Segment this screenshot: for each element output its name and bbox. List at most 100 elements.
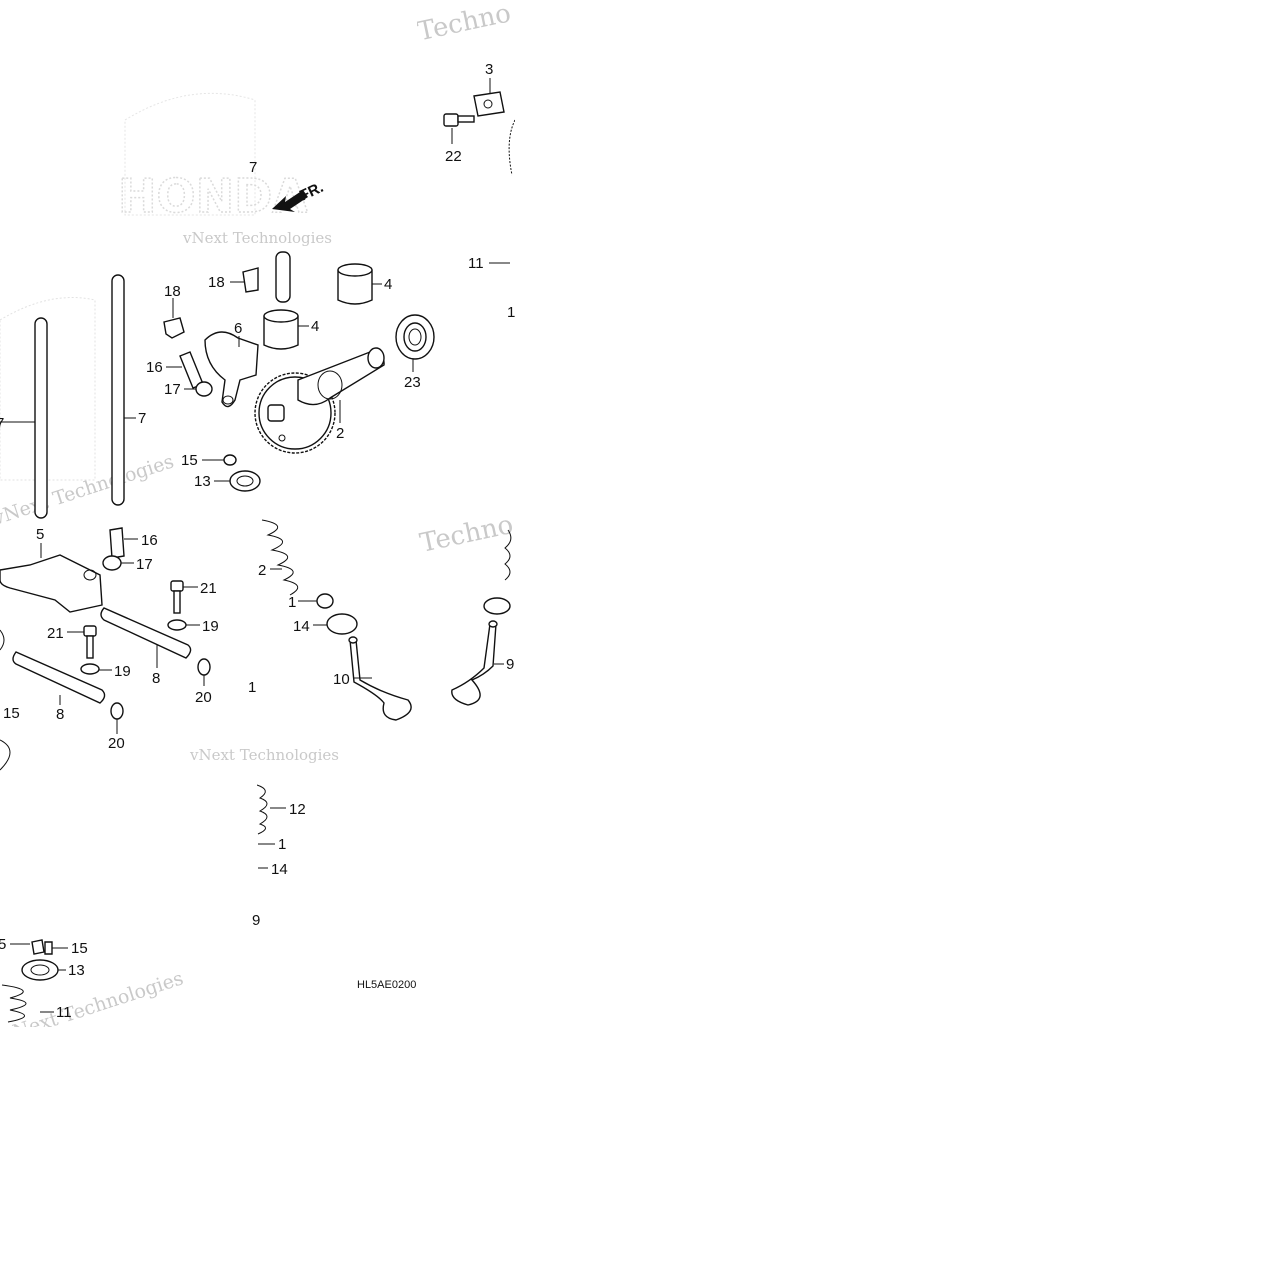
bracket-18b [242,267,259,293]
callout-2a: 2 [336,425,344,442]
retainer-plate [473,91,505,117]
callout-18: 18 [164,283,181,300]
callout-7a: 7 [0,415,4,432]
cotter-15a [223,454,237,466]
washer-19a [167,619,187,631]
o-ring-20b [110,702,124,720]
rocker-shaft-8a [100,607,192,659]
watermark-6: Techno [417,510,516,559]
callout-10: 10 [333,671,350,688]
callout-11-right: 11 [468,255,484,272]
missing-tile-2 [257,0,417,60]
callout-9: 9 [506,656,514,673]
callout-2b: 2 [258,562,266,579]
callout-5b: 5 [0,936,6,953]
valve-spring-12 [256,784,268,835]
leader-lines [0,78,510,1013]
missing-tile-3 [515,0,1285,1285]
callout-3: 3 [485,61,493,78]
callout-4b: 4 [311,318,319,335]
callout-13a: 13 [194,473,211,490]
callout-19b: 19 [114,663,131,680]
tappet-4a [337,263,373,305]
spring-retainer-13b [21,959,59,981]
lock-nut-17b [102,555,122,571]
callout-16b: 16 [141,532,158,549]
push-rod-left [34,317,48,519]
callout-8a: 8 [152,670,160,687]
valve-spring-11b [1,984,27,1023]
watermark-1: vNext Technologies [182,229,332,247]
partial-part-left [0,629,11,771]
brand-watermark-top: HONDA [117,92,309,224]
callout-17a: 17 [164,381,181,398]
callout-7b: 7 [138,410,146,427]
callout-8b: 8 [56,706,64,723]
o-ring-20a [197,658,211,676]
callout-fragment: 9 [252,912,260,929]
callout-20a: 20 [195,689,212,706]
callout-22: 22 [445,148,462,165]
brand-watermark-text: HONDA [118,169,308,223]
callout-1b: 1 [248,679,256,696]
callout-16a: 16 [146,359,163,376]
callout-5: 5 [36,526,44,543]
missing-tile-6 [0,1027,257,1285]
callout-23: 23 [404,374,421,391]
callout-1-right: 1 [507,304,515,321]
spring-retainer-13a [229,470,261,492]
push-rod-right [111,274,125,506]
callout-18b: 18 [208,274,225,291]
watermark-5: Techno [415,0,514,47]
rocker-shaft-8b [12,651,106,704]
diagram-code: HL5AE0200 [357,979,416,991]
callout-labels: 3 22 7 11 1 18 18 4 4 6 16 17 23 7 7 2 1… [0,61,515,1021]
spring-right-edge [483,529,512,615]
callout-14a: 14 [293,618,310,635]
valve-9 [451,620,498,706]
watermark-2: vNext Technologies [189,746,339,764]
bracket-18 [163,317,185,339]
spring-seat-1a [316,593,334,609]
callout-14b: 14 [271,861,288,878]
adjust-screw-16b [109,527,125,559]
callout-11b: 11 [56,1004,72,1021]
gear-rim-top [508,119,516,176]
valve-10 [348,636,412,721]
callout-4a: 4 [384,276,392,293]
callout-6: 6 [234,320,242,337]
callout-19a: 19 [202,618,219,635]
callout-7-top: 7 [249,159,257,176]
callout-13b: 13 [68,962,85,979]
missing-tile-5 [257,882,515,1285]
rocker-arm-6 [204,331,259,408]
callout-21b: 21 [47,625,64,642]
camshaft-2 [297,347,385,406]
watermark-3: vNext Technologies [0,450,177,530]
tappet-4b [263,309,299,350]
bearing-23 [395,314,435,360]
callout-15a: 15 [181,452,198,469]
bolt-21b [83,625,97,659]
rocker-arm-5 [0,554,103,613]
brand-watermark-left [0,297,96,481]
callout-15b: 15 [3,705,20,722]
lock-nut-17a [195,381,213,397]
callout-21a: 21 [200,580,217,597]
callout-1c: 1 [278,836,286,853]
valve-spring-2b [261,519,299,596]
callout-20b: 20 [108,735,125,752]
washer-19b [80,663,100,675]
missing-tile-1 [0,0,120,260]
stem-seal-14a [326,613,358,635]
callout-12: 12 [289,801,306,818]
callout-1a: 1 [288,594,296,611]
flange-bolt-22 [443,113,475,127]
tappet-rod [275,251,291,303]
cotter-15c [31,939,53,955]
callout-17b: 17 [136,556,153,573]
callout-15c: 15 [71,940,88,957]
bolt-21a [170,580,184,614]
missing-tile-4 [0,772,257,932]
